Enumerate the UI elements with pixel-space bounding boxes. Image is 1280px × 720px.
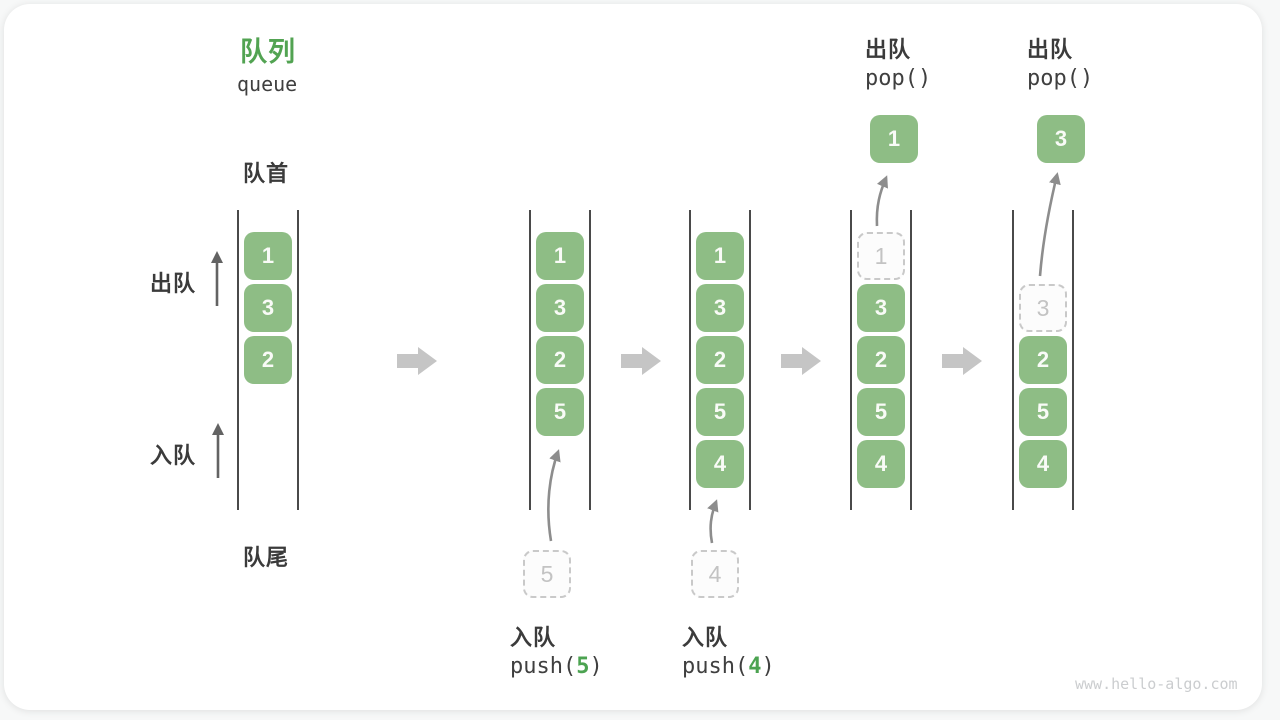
container-wall: [297, 210, 299, 510]
queue-element: 4: [696, 440, 744, 488]
watermark: www.hello-algo.com: [1075, 675, 1238, 693]
label-queue-rear: 队尾: [243, 545, 290, 570]
op-dequeue-label: 出队: [1027, 37, 1074, 62]
queue-element: 2: [857, 336, 905, 384]
queue-element: 3: [244, 284, 292, 332]
label-enqueue-direction: 入队: [150, 443, 197, 468]
queue-element: 5: [857, 388, 905, 436]
queue-element: 3: [857, 284, 905, 332]
figure-title-en: queue: [237, 72, 298, 96]
container-wall: [749, 210, 751, 510]
popped-element: 1: [870, 115, 918, 163]
container-wall: [529, 210, 531, 510]
popped-element: 3: [1037, 115, 1085, 163]
container-wall: [1072, 210, 1074, 510]
staged-element: 5: [523, 550, 571, 598]
label-queue-front: 队首: [243, 161, 290, 186]
queue-element: 4: [857, 440, 905, 488]
code-open: push(: [510, 654, 577, 679]
queue-element: 2: [1019, 336, 1067, 384]
state-transition-arrow-icon: [621, 347, 661, 375]
op-enqueue-code: push(5): [510, 654, 603, 679]
queue-element: 2: [696, 336, 744, 384]
queue-element: 1: [536, 232, 584, 280]
container-wall: [237, 210, 239, 510]
op-enqueue-label: 入队: [682, 625, 729, 650]
op-dequeue-code: pop(): [1027, 66, 1094, 91]
figure-title-zh: 队列: [240, 37, 296, 67]
op-dequeue-label: 出队: [865, 37, 912, 62]
queue-element: 3: [696, 284, 744, 332]
state-transition-arrow-icon: [781, 347, 821, 375]
op-enqueue-label: 入队: [510, 625, 557, 650]
queue-element: 5: [696, 388, 744, 436]
queue-element: 3: [536, 284, 584, 332]
state-transition-arrow-icon: [397, 347, 437, 375]
op-enqueue-code: push(4): [682, 654, 775, 679]
queue-element: 4: [1019, 440, 1067, 488]
queue-element: 2: [536, 336, 584, 384]
container-wall: [910, 210, 912, 510]
state-transition-arrow-icon: [942, 347, 982, 375]
removed-element: 3: [1019, 284, 1067, 332]
code-arg: 4: [748, 654, 762, 679]
queue-element: 5: [536, 388, 584, 436]
label-dequeue-direction: 出队: [150, 271, 197, 296]
container-wall: [689, 210, 691, 510]
code-close: ): [761, 654, 775, 679]
queue-element: 1: [696, 232, 744, 280]
container-wall: [850, 210, 852, 510]
op-dequeue-code: pop(): [865, 66, 932, 91]
container-wall: [589, 210, 591, 510]
queue-element: 2: [244, 336, 292, 384]
removed-element: 1: [857, 232, 905, 280]
code-close: ): [589, 654, 603, 679]
queue-element: 1: [244, 232, 292, 280]
code-open: push(: [682, 654, 749, 679]
staged-element: 4: [691, 550, 739, 598]
code-arg: 5: [576, 654, 590, 679]
queue-element: 5: [1019, 388, 1067, 436]
container-wall: [1012, 210, 1014, 510]
